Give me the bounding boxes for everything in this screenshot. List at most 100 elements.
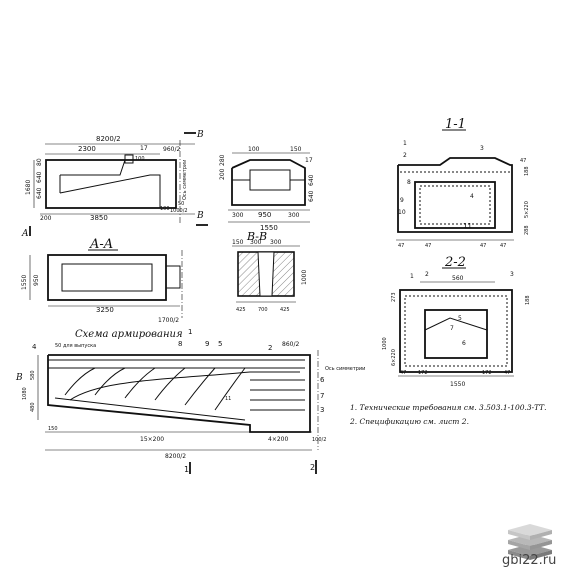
reinf-c8: 8: [178, 340, 182, 348]
reinf-axis-label: Ось симметрии: [325, 366, 365, 372]
aa-w-3250: 3250: [96, 306, 114, 314]
section-b-b: B-B 150 300 300 1000 425 700 425: [232, 230, 308, 313]
s22-b-47: 47: [400, 370, 406, 376]
plan-dim-left: 2300: [78, 145, 96, 153]
s11-d-188: 188: [524, 166, 530, 176]
plan-h-640b: 640: [36, 187, 43, 199]
reinf-note: 50 для выпуска: [55, 343, 96, 349]
section-b-b-title: B-B: [246, 230, 267, 243]
plan-dim-total: 8200/2: [96, 135, 121, 143]
plan-dim-bottom-right: 1000/2: [170, 208, 188, 214]
reinf-c4: 4: [32, 343, 37, 351]
s22-b-172b: 172: [482, 370, 492, 376]
plan-view: 8200/2 2300 960/2 17 100 Ось симметрии 1…: [21, 130, 208, 239]
reinf-c6: 6: [320, 376, 325, 384]
s11-c1: 1: [403, 140, 407, 147]
side-d-100: 100: [248, 146, 260, 153]
section-a-a: A-A 1550 950 3250 1700/2: [21, 237, 183, 324]
s11-c4: 4: [470, 193, 474, 200]
reinf-h-480: 480: [30, 402, 36, 412]
reinf-c2: 2: [268, 344, 272, 352]
site-brand: [480, 520, 570, 570]
reinf-h-580: 580: [30, 370, 36, 380]
s11-c11: 11: [463, 222, 472, 230]
s22-b-1550: 1550: [450, 381, 465, 388]
reinf-c9: 9: [205, 340, 209, 348]
bb-d-300b: 300: [270, 239, 282, 246]
side-d-150: 150: [290, 146, 302, 153]
section-2-2: 2-2 560 1 2 5 6 7 3 188 1000 6×220 273 4…: [382, 255, 531, 388]
reinf-d-4200: 4×200: [268, 436, 288, 443]
s22-c2: 2: [425, 271, 429, 278]
s22-h-1000: 1000: [382, 337, 388, 350]
reinf-c5: 5: [218, 340, 222, 348]
note-1: 1. Технические требования см. 3.503.1-10…: [350, 403, 547, 412]
bb-d-300: 300: [250, 239, 262, 246]
plan-dim-bottom-left: 200: [40, 215, 52, 222]
s11-d-47d: 47: [500, 243, 506, 249]
plan-h-1680: 1680: [25, 180, 32, 195]
plan-dim-bottom-100: 100: [160, 206, 170, 212]
side-b-300: 300: [232, 212, 244, 219]
s11-d-47b: 47: [425, 243, 431, 249]
s22-b-47b: 47: [504, 370, 510, 376]
reinf-d-8200: 8200/2: [165, 453, 186, 460]
s11-c3: 3: [480, 145, 484, 152]
reinf-title: Схема армирования: [75, 329, 183, 340]
plan-dim-100: 100: [135, 156, 145, 162]
plan-h-640a: 640: [36, 171, 43, 183]
bb-d-150: 150: [232, 239, 244, 246]
s22-c5: 5: [458, 315, 462, 322]
stacked-slabs-icon: [508, 524, 552, 560]
s11-c9: 9: [400, 197, 404, 204]
s22-c3: 3: [510, 271, 514, 278]
aa-h-950: 950: [33, 274, 40, 286]
side-view: 100 150 17 200 280 640 640 300 950 300 1…: [219, 146, 315, 232]
s11-d-288: 288: [524, 225, 530, 235]
s22-c7: 7: [450, 325, 454, 332]
reinf-c3: 3: [320, 406, 324, 414]
bb-b-425b: 425: [280, 307, 290, 313]
plan-dim-right: 960/2: [163, 146, 180, 153]
section-a-a-title: A-A: [89, 237, 113, 252]
s11-d-47c: 47: [480, 243, 486, 249]
aa-h-1550: 1550: [21, 275, 28, 290]
s22-h-273: 273: [391, 292, 397, 302]
s22-c1: 1: [410, 273, 414, 280]
bb-b-700: 700: [258, 307, 268, 313]
section-1-1-title: 1-1: [445, 117, 466, 132]
plan-mark-b-top: B: [196, 130, 204, 140]
s11-c8: 8: [407, 179, 411, 186]
s11-d-47a: 47: [398, 243, 404, 249]
side-d-200: 200: [219, 168, 226, 180]
plan-dim-bottom-mid: 3850: [90, 214, 108, 222]
notes: 1. Технические требования см. 3.503.1-10…: [349, 403, 547, 426]
side-d-640b: 640: [308, 190, 315, 202]
reinf-d-150: 150: [48, 426, 58, 432]
bb-b-425: 425: [236, 307, 246, 313]
side-d-640: 640: [308, 174, 315, 186]
aa-w-1700: 1700/2: [158, 317, 179, 324]
side-d-280: 280: [219, 154, 226, 166]
s22-w-560: 560: [452, 275, 464, 282]
section-1-1: 1-1 1 2 3 8 9 10 4 11 47 47 47 47 188 5×…: [396, 117, 530, 249]
s11-c2: 2: [403, 152, 407, 159]
reinf-h-1080: 1080: [22, 387, 28, 400]
s22-c6: 6: [462, 340, 466, 347]
side-b-950: 950: [258, 211, 271, 219]
reinf-cut-2: 2: [310, 463, 315, 472]
note-2: 2. Спецификацию см. лист 2.: [349, 417, 469, 426]
bb-d-1000: 1000: [301, 270, 308, 285]
site-url[interactable]: gbi22.ru: [502, 553, 557, 568]
plan-mark-b-bottom: B: [196, 211, 204, 221]
reinf-c1: 1: [188, 328, 192, 336]
reinf-cut-1: 1: [184, 465, 189, 474]
plan-axis-label: Ось симметрии: [182, 160, 188, 200]
reinf-c7: 7: [320, 392, 324, 400]
side-b-1550: 1550: [260, 224, 278, 232]
reinf-d-100: 100/2: [312, 437, 326, 443]
side-b-300b: 300: [288, 212, 300, 219]
s22-b-172: 172: [418, 370, 428, 376]
reinf-d-860: 860/2: [282, 341, 299, 348]
